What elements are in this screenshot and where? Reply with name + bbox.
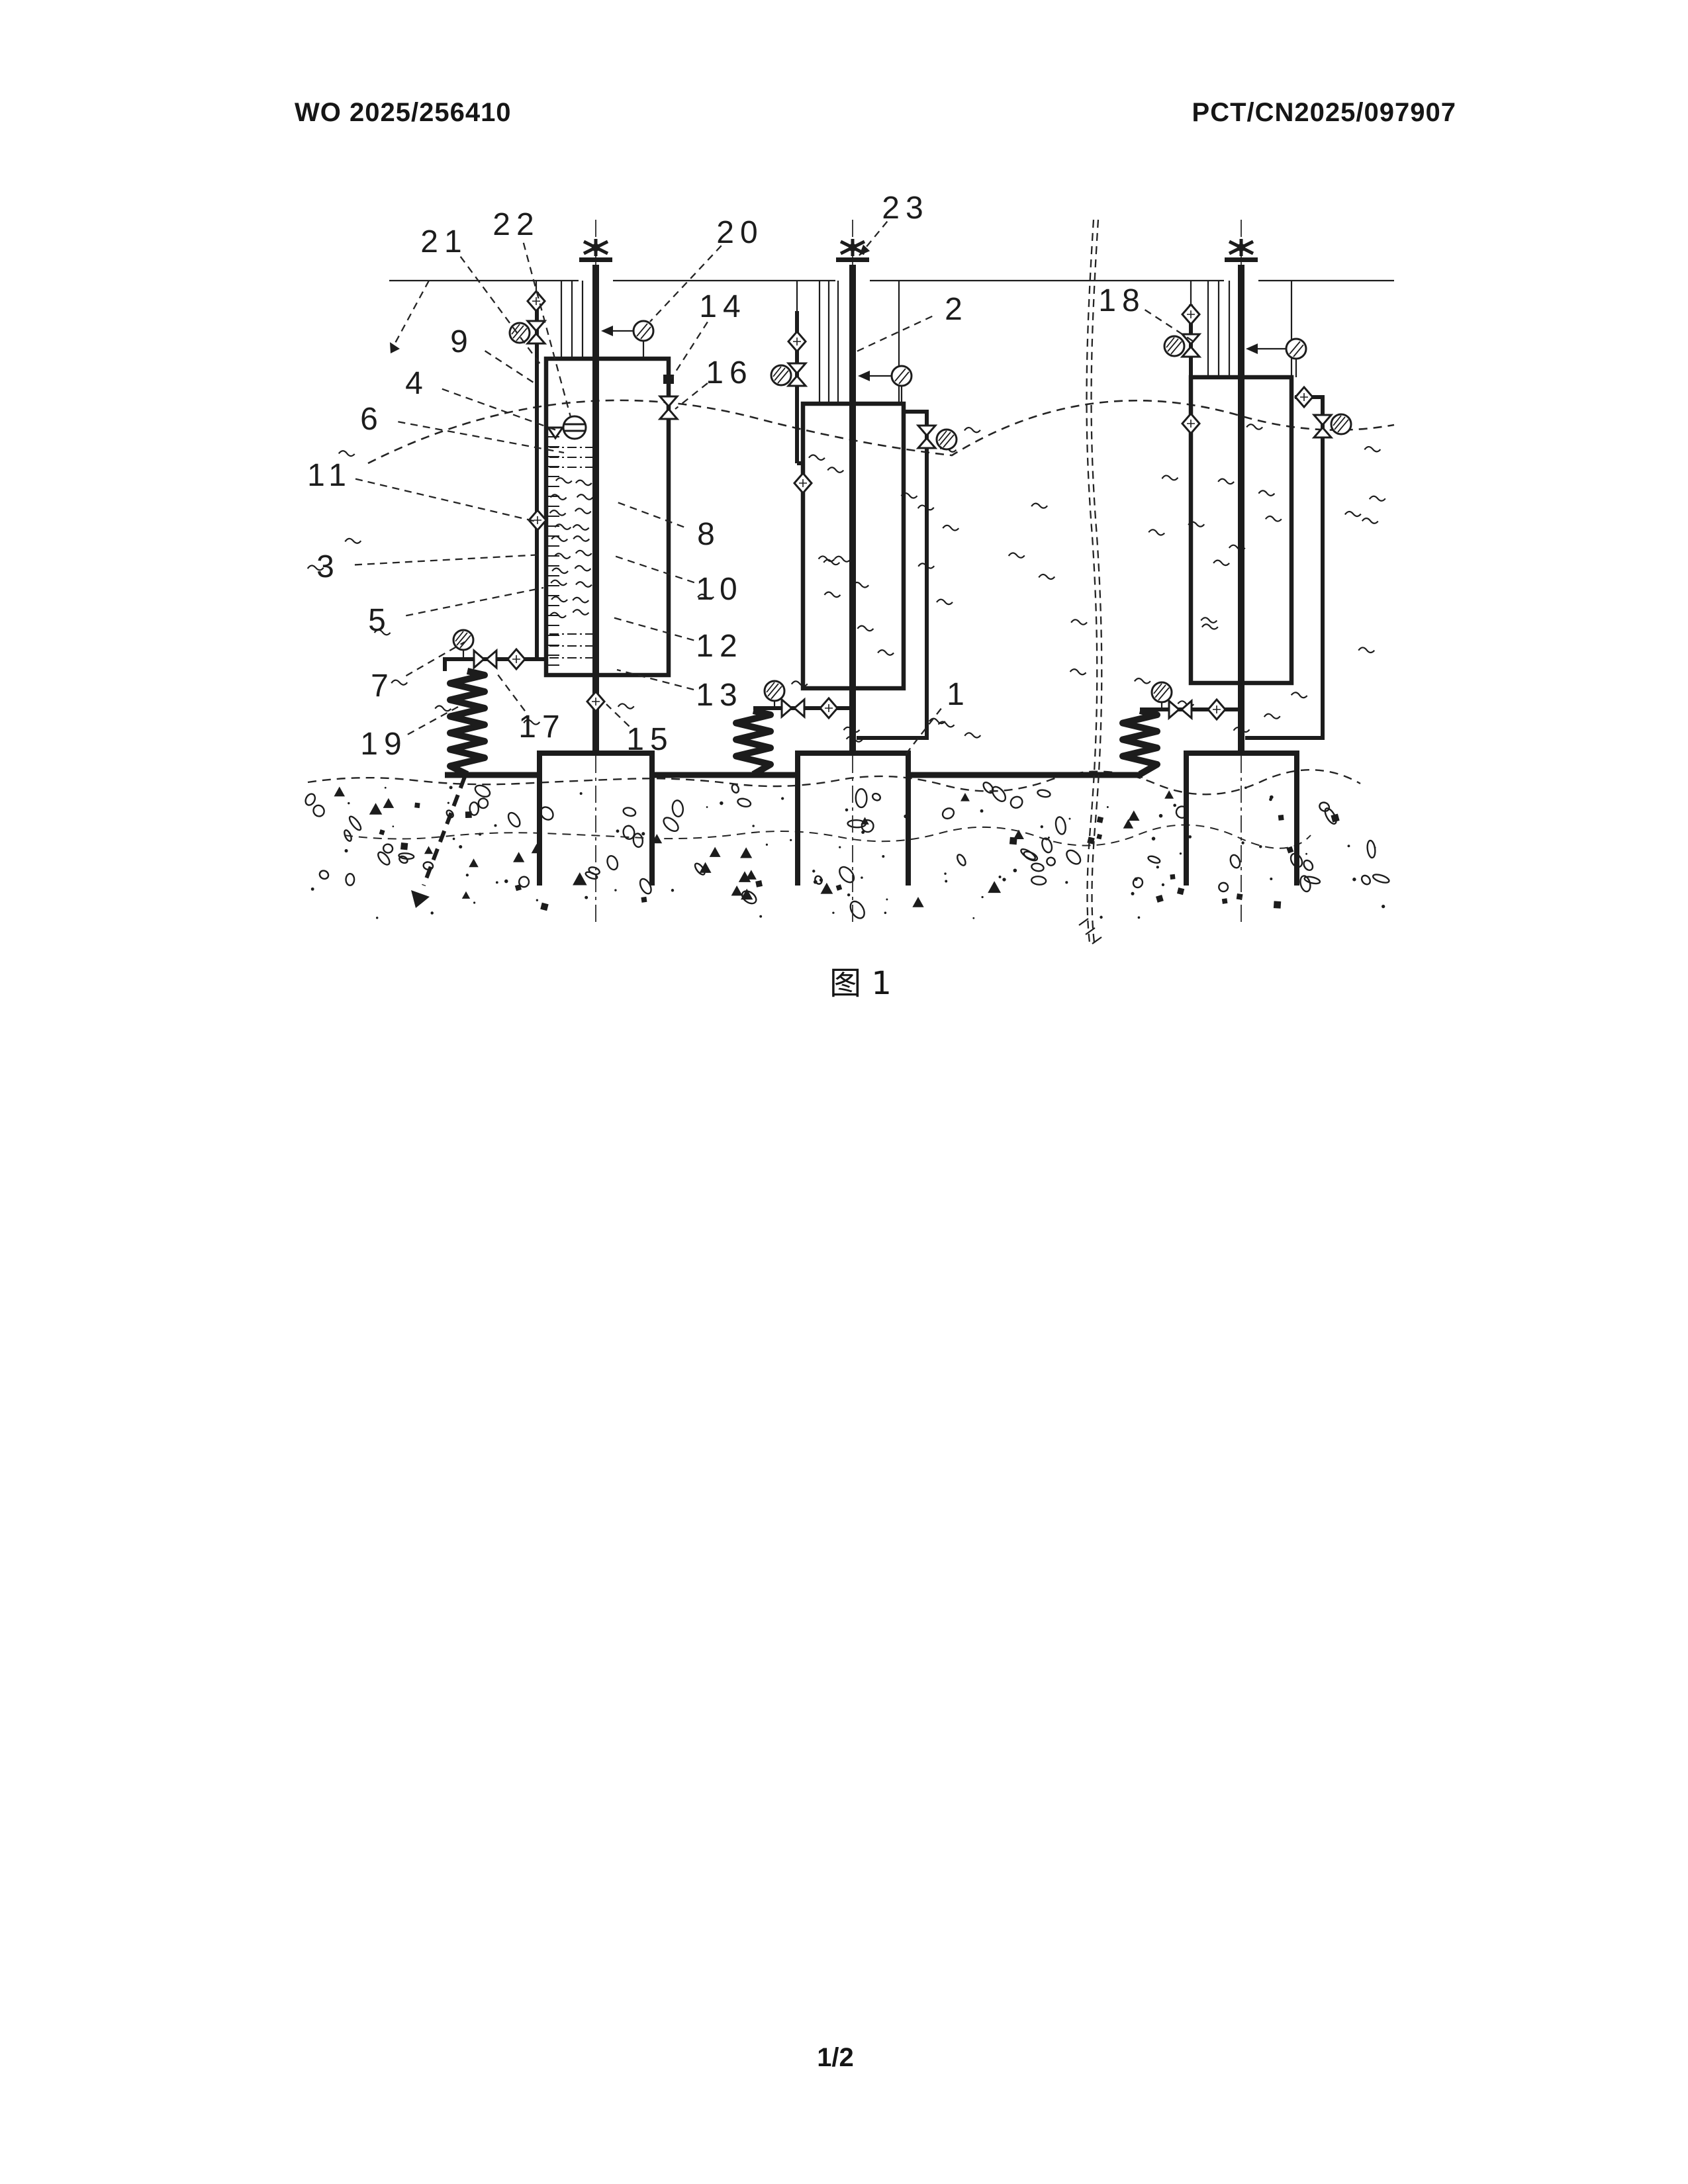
- valve-icon: [473, 649, 498, 669]
- callout-label: 17: [518, 709, 565, 745]
- callout-label: 2: [945, 292, 968, 327]
- callout-label: 15: [626, 722, 673, 757]
- callout-label: 23: [882, 191, 929, 226]
- assembly-middle: [733, 239, 958, 886]
- callout-label: 14: [699, 289, 746, 324]
- assembly-right: [1119, 239, 1352, 886]
- valve-icon: [1313, 414, 1333, 439]
- check-valve-icon: [1294, 386, 1314, 408]
- foundation-block: [537, 751, 655, 886]
- callout-label: 8: [697, 517, 721, 552]
- tank-middle: [800, 401, 906, 691]
- valve-actuator-icon: [770, 364, 792, 387]
- spring-damper: [733, 707, 774, 778]
- valve-actuator-icon: [1330, 413, 1352, 435]
- callout-label: 13: [696, 678, 743, 713]
- seabed-texture: [305, 781, 1390, 919]
- valve-icon: [780, 698, 806, 718]
- pipe-elbow-icon: [663, 375, 674, 384]
- tank-left: [543, 356, 671, 678]
- valve-actuator-icon: [935, 428, 958, 451]
- callout-label: 7: [371, 668, 395, 704]
- callout-label: 20: [716, 215, 763, 250]
- check-valve-icon: [787, 330, 807, 353]
- callout-label: 4: [405, 366, 429, 401]
- filter-media: [549, 477, 594, 619]
- check-valve-icon: [819, 697, 839, 719]
- valve-actuator-icon: [1163, 335, 1186, 357]
- check-valve-icon: [1207, 698, 1227, 721]
- liquid-level-upper: [549, 447, 594, 468]
- valve-icon: [917, 424, 937, 449]
- callout-label: 6: [360, 402, 384, 437]
- callout-label: 5: [368, 603, 392, 638]
- callout-label: 18: [1098, 283, 1145, 318]
- gauge-icon: [1285, 338, 1307, 360]
- callout-label: 10: [696, 572, 743, 607]
- valve-actuator-icon: [763, 680, 786, 702]
- spring-damper: [1119, 707, 1160, 778]
- gauge-icon: [890, 365, 913, 387]
- callout-label: 1: [947, 677, 970, 712]
- valve-actuator-icon: [1150, 681, 1173, 704]
- valve-icon: [659, 395, 679, 420]
- tank-right: [1188, 375, 1294, 686]
- callout-label: 21: [420, 224, 467, 259]
- foundation-block: [795, 751, 911, 886]
- top-reference-line: [389, 279, 1394, 353]
- check-valve-icon: [586, 690, 606, 713]
- funnel-icon: [546, 426, 565, 440]
- mooring-rope: [1078, 219, 1103, 944]
- callout-label: 22: [492, 207, 539, 242]
- figure-caption: 图 1: [829, 965, 892, 1002]
- rope-ground-hatch: [1078, 918, 1102, 944]
- gauge-icon: [632, 320, 655, 342]
- assembly-left: [443, 239, 679, 886]
- sea-surface-wave-line: [367, 399, 1395, 465]
- float-icon: [562, 415, 587, 440]
- header-application-number: PCT/CN2025/097907: [1192, 98, 1456, 127]
- truncation-arrow-icon: [390, 342, 400, 353]
- page-number: 1/2: [817, 2043, 854, 2072]
- seabed-strata-lines: [307, 769, 1361, 849]
- spring-damper: [447, 668, 488, 778]
- callout-label: 12: [696, 629, 743, 664]
- check-valve-icon: [526, 290, 546, 312]
- check-valve-icon: [506, 648, 526, 670]
- valve-icon: [1168, 700, 1193, 719]
- check-valve-icon: [793, 472, 813, 494]
- check-valve-icon: [1181, 303, 1201, 326]
- foundation-block: [1184, 751, 1299, 886]
- liquid-level-lower: [549, 633, 594, 659]
- valve-actuator-icon: [508, 322, 531, 344]
- callout-label: 19: [360, 727, 407, 762]
- level-scale: [547, 436, 559, 666]
- callout-label: 3: [316, 549, 340, 584]
- callout-label: 9: [450, 324, 474, 359]
- check-valve-icon: [1181, 412, 1201, 435]
- callout-label: 11: [307, 458, 352, 493]
- valve-actuator-icon: [452, 629, 475, 651]
- callout-label: 16: [706, 355, 753, 390]
- header-publication-number: WO 2025/256410: [295, 98, 512, 127]
- ground-anchor-arrow: [411, 776, 467, 908]
